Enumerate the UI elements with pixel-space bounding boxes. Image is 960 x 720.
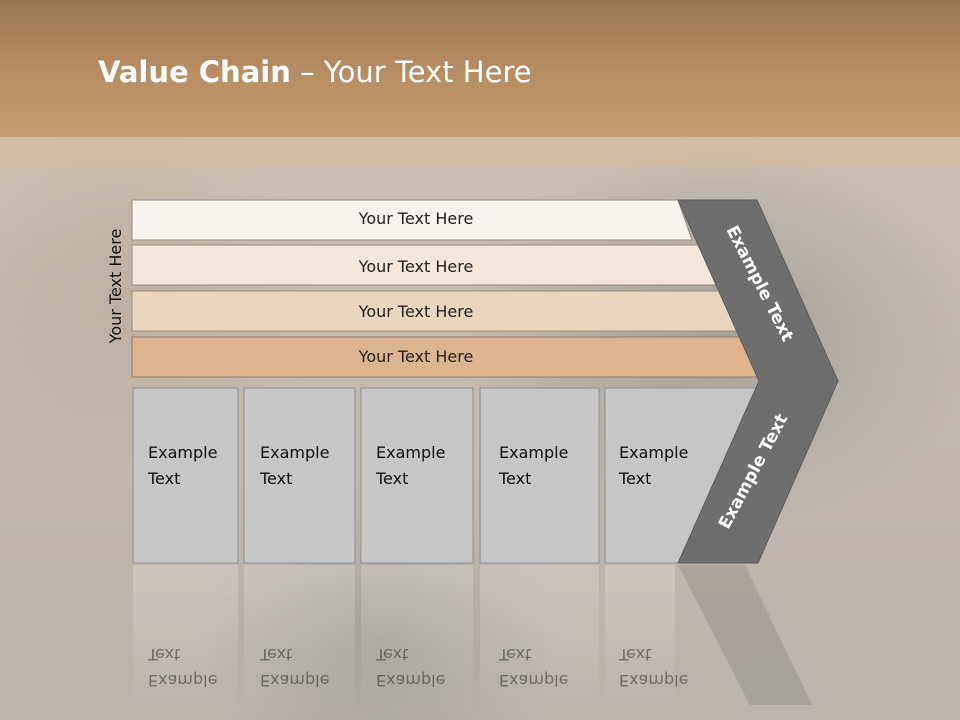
reflected-box-text: Text	[498, 645, 531, 664]
box-4-line-2: Text	[498, 469, 531, 488]
row-bar-1[interactable]	[131, 199, 693, 241]
header-bar	[0, 0, 960, 137]
row-label-2: Your Text Here	[358, 257, 474, 276]
box-1-line-1: Example	[148, 443, 217, 462]
reflected-box-text: Example	[499, 671, 568, 690]
box-reflection	[244, 565, 355, 720]
row-label-4: Your Text Here	[358, 347, 474, 366]
header-band	[0, 137, 960, 167]
row-label-1: Your Text Here	[358, 209, 474, 228]
primary-box-4[interactable]	[479, 387, 600, 564]
chevron-reflection	[678, 565, 812, 705]
box-1-line-2: Text	[147, 469, 180, 488]
box-3-line-1: Example	[376, 443, 445, 462]
box-5-line-1: Example	[619, 443, 688, 462]
box-5-line-2: Text	[618, 469, 651, 488]
reflected-box-text: Text	[259, 645, 292, 664]
reflected-box-text: Example	[619, 671, 688, 690]
reflected-box-text: Text	[147, 645, 180, 664]
box-reflection	[480, 565, 599, 720]
row-label-3: Your Text Here	[358, 302, 474, 321]
reflected-box-text: Text	[375, 645, 408, 664]
box-reflection	[361, 565, 473, 720]
reflection: Example Text Example Text Example Text E…	[133, 565, 812, 720]
box-reflection	[133, 565, 238, 720]
box-2-line-1: Example	[260, 443, 329, 462]
box-3-line-2: Text	[375, 469, 408, 488]
box-4-line-1: Example	[499, 443, 568, 462]
primary-box-3[interactable]	[360, 387, 474, 564]
primary-box-1[interactable]	[132, 387, 239, 564]
title-rest: – Your Text Here	[290, 55, 532, 89]
slide-title: Value Chain – Your Text Here	[98, 55, 532, 89]
title-bold: Value Chain	[98, 55, 291, 89]
margin-chevron[interactable]	[677, 199, 839, 564]
reflected-box-text: Example	[376, 671, 445, 690]
primary-box-2[interactable]	[243, 387, 356, 564]
reflected-box-text: Example	[148, 671, 217, 690]
reflected-box-text: Example	[260, 671, 329, 690]
box-reflection	[605, 565, 675, 720]
reflected-box-text: Text	[618, 645, 651, 664]
box-2-line-2: Text	[259, 469, 292, 488]
